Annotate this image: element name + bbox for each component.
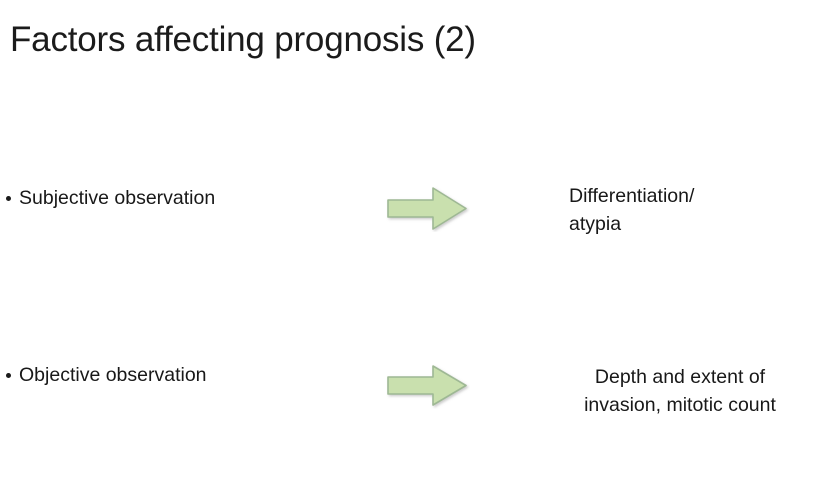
result-line: invasion, mitotic count [584, 394, 776, 416]
bullet-dot-icon [6, 196, 11, 201]
result-line: Depth and extent of [594, 366, 766, 388]
result-text-differentiation: Differentiation/ atypia [569, 182, 819, 238]
bullet-label: Objective observation [19, 364, 207, 386]
bullet-dot-icon [6, 373, 11, 378]
right-arrow-icon [386, 363, 470, 409]
result-line: Differentiation/ [569, 185, 695, 207]
page-title: Factors affecting prognosis (2) [10, 20, 476, 59]
result-text-depth-extent: Depth and extent of invasion, mitotic co… [550, 363, 810, 419]
right-arrow-icon [386, 186, 470, 232]
list-item: Objective observation [6, 363, 346, 388]
result-line: atypia [569, 213, 622, 235]
bullet-label: Subjective observation [19, 187, 216, 209]
list-item: Subjective observation [6, 186, 346, 211]
